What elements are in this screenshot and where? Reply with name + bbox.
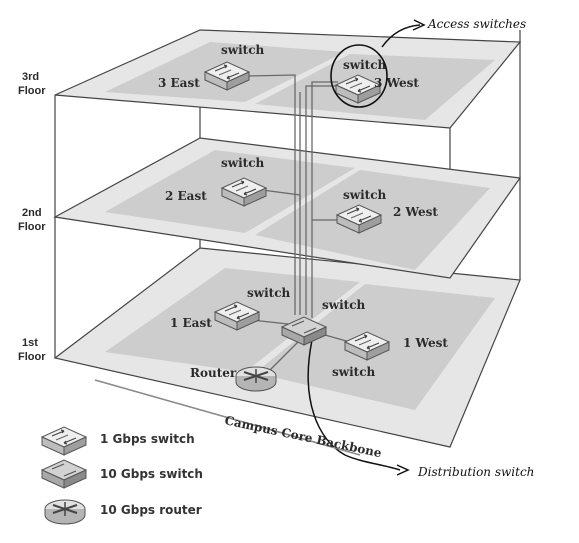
floor-label-3rd: 3rd Floor	[18, 71, 46, 97]
switch-2-west: switch 2 West	[336, 188, 438, 234]
access-switches-annotation: Access switches	[381, 17, 526, 48]
svg-text:Floor: Floor	[18, 221, 46, 233]
svg-text:3rd: 3rd	[22, 71, 39, 83]
svg-text:2 West: 2 West	[393, 205, 438, 219]
switch-1-west: 1 West switch	[332, 331, 448, 379]
floor-label-2nd: 2nd Floor	[18, 207, 46, 233]
switch-3-east: switch 3 East	[158, 43, 264, 91]
legend: 1 Gbps switch 10 Gbps switch 10 Gbps rou…	[41, 426, 203, 525]
svg-text:Router: Router	[190, 366, 237, 380]
svg-text:switch: switch	[343, 188, 386, 202]
svg-text:switch: switch	[247, 286, 290, 300]
access-switch-highlight	[330, 44, 388, 108]
svg-text:switch: switch	[343, 58, 386, 72]
svg-text:1st: 1st	[22, 337, 38, 349]
svg-text:Floor: Floor	[18, 351, 46, 363]
svg-text:2nd: 2nd	[22, 207, 42, 219]
svg-text:Access switches: Access switches	[427, 17, 526, 31]
switch-2-east: switch 2 East	[165, 156, 267, 207]
svg-text:switch: switch	[322, 298, 365, 312]
switch-3-west: switch 3 West	[330, 44, 419, 108]
svg-text:3 East: 3 East	[158, 76, 200, 90]
cables	[247, 74, 401, 471]
svg-text:Floor: Floor	[18, 85, 46, 97]
svg-text:switch: switch	[221, 43, 264, 57]
svg-text:switch: switch	[332, 365, 375, 379]
svg-text:10 Gbps router: 10 Gbps router	[100, 503, 202, 517]
svg-text:1 West: 1 West	[403, 336, 448, 350]
svg-text:Distribution switch: Distribution switch	[417, 465, 534, 479]
switch-1g-icon	[41, 426, 87, 456]
distribution-switch: switch	[281, 298, 365, 346]
svg-text:2 East: 2 East	[165, 189, 207, 203]
core-router: Router	[190, 366, 277, 392]
svg-text:1 Gbps switch: 1 Gbps switch	[100, 432, 195, 446]
svg-text:switch: switch	[221, 156, 264, 170]
legend-item-10g-switch: 10 Gbps switch	[41, 459, 203, 489]
floor-plate-3rd	[54, 29, 522, 129]
switch-10g-icon	[41, 459, 87, 489]
legend-item-1g-switch: 1 Gbps switch	[41, 426, 195, 456]
legend-item-router: 10 Gbps router	[44, 499, 202, 525]
floor-label-1st: 1st Floor	[18, 337, 46, 363]
svg-text:3 West: 3 West	[374, 76, 419, 90]
svg-text:10 Gbps switch: 10 Gbps switch	[100, 467, 203, 481]
switch-1-east: switch 1 East	[170, 286, 290, 331]
svg-text:1 East: 1 East	[170, 316, 212, 330]
router-icon	[44, 499, 86, 525]
distribution-switch-annotation: Distribution switch	[396, 464, 534, 479]
router-icon	[235, 366, 277, 392]
